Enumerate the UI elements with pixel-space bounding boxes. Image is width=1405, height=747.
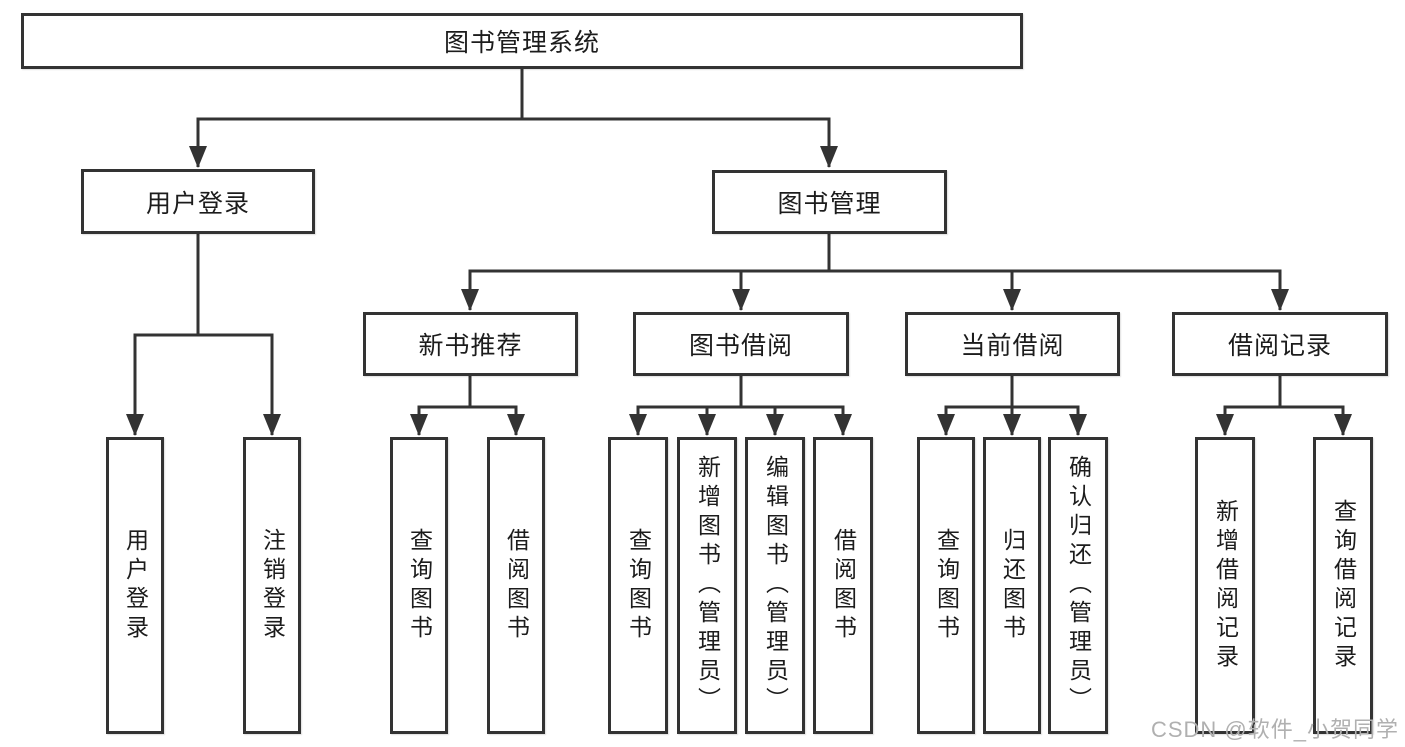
leaf-borrow-books: 借阅图书	[813, 437, 873, 734]
node-book-management: 图书管理	[712, 170, 947, 234]
leaf-add-borrowing-record: 新增借阅记录	[1195, 437, 1255, 734]
leaf-logout: 注销登录	[243, 437, 301, 734]
leaf-borrow-books-recommend: 借阅图书	[487, 437, 545, 734]
leaf-query-books-borrow: 查询图书	[608, 437, 668, 734]
leaf-query-borrowing-record: 查询借阅记录	[1313, 437, 1373, 734]
node-borrowing-records: 借阅记录	[1172, 312, 1388, 376]
leaf-user-login: 用户登录	[106, 437, 164, 734]
leaf-query-books-recommend: 查询图书	[390, 437, 448, 734]
leaf-return-books: 归还图书	[983, 437, 1041, 734]
leaf-confirm-return-admin: 确认归还（管理员）	[1048, 437, 1108, 734]
node-user-login: 用户登录	[81, 169, 315, 234]
node-new-book-recommendation: 新书推荐	[363, 312, 578, 376]
csdn-watermark: CSDN @软件_小贺同学	[1150, 717, 1399, 742]
node-current-borrowing: 当前借阅	[905, 312, 1120, 376]
node-book-borrowing: 图书借阅	[633, 312, 849, 376]
leaf-query-books-current: 查询图书	[917, 437, 975, 734]
node-library-management-system: 图书管理系统	[21, 13, 1023, 69]
leaf-add-books-admin: 新增图书（管理员）	[677, 437, 737, 734]
leaf-edit-books-admin: 编辑图书（管理员）	[745, 437, 805, 734]
